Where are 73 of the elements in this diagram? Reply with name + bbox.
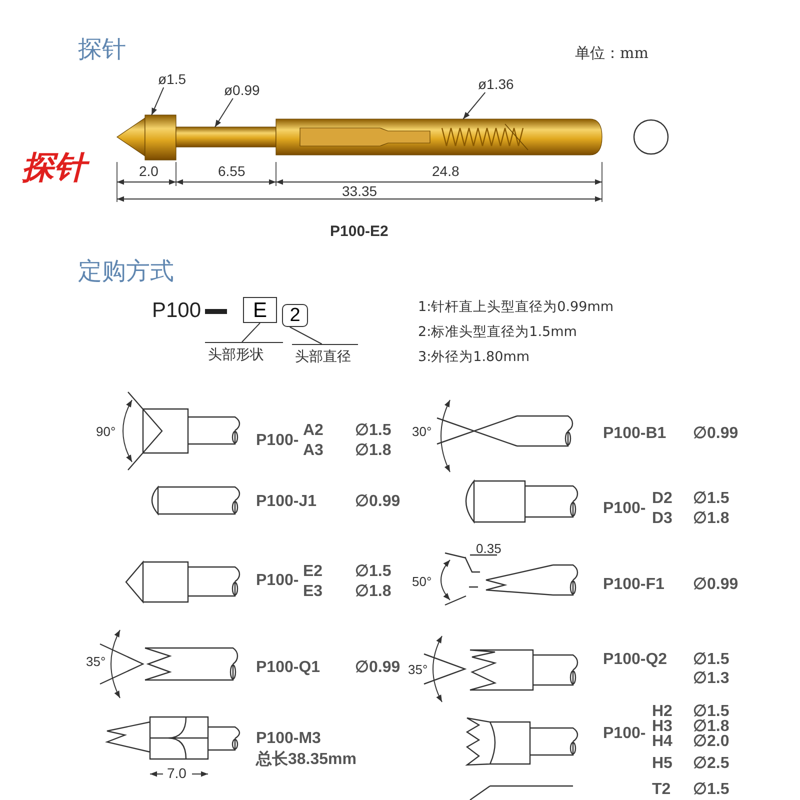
- model-suffix: H2: [652, 703, 672, 720]
- model-suffix: H4: [652, 733, 672, 751]
- dimension-value: 33.35: [342, 184, 378, 200]
- model-number: P100-: [603, 500, 646, 518]
- leader-line: [462, 92, 486, 120]
- length-note: 总长38.35mm: [256, 751, 356, 769]
- note-text: 3:外径为1.80mm: [418, 350, 530, 365]
- diameter-value: ∅1.8: [693, 510, 730, 528]
- model-suffix: D2: [652, 490, 672, 508]
- model-suffix: E2: [303, 563, 323, 581]
- leader-line: [242, 322, 260, 342]
- diameter-value: ∅1.8: [355, 583, 392, 601]
- diameter-label: ø0.99: [224, 83, 260, 98]
- diameter-value: ∅0.99: [355, 659, 400, 677]
- diameter-value: ∅0.99: [693, 425, 738, 443]
- model-number: P100-E2: [330, 224, 388, 240]
- model-number: P100-Q2: [603, 651, 668, 669]
- dimension-value: 24.8: [432, 164, 460, 180]
- probe-plunger: [176, 126, 276, 148]
- dimension-value: 0.35: [476, 542, 502, 556]
- model-number: P100-: [603, 725, 646, 743]
- angle-value: 35°: [408, 663, 428, 678]
- model-suffix: A2: [303, 422, 324, 440]
- diameter-value: ∅1.8: [355, 442, 392, 460]
- note-text: 1:针杆直上头型直径为0.99mm: [418, 300, 614, 315]
- model-suffix: T2: [652, 781, 671, 799]
- note-text: 2:标准头型直径为1.5mm: [418, 325, 577, 340]
- section-title: 定购方式: [78, 258, 174, 284]
- leader-line: [151, 86, 164, 116]
- diameter-value: ∅1.5: [693, 703, 730, 720]
- diameter-value: ∅1.5: [693, 490, 730, 508]
- model-number: P100-M3: [256, 730, 321, 748]
- diameter-value: ∅1.8: [693, 718, 730, 735]
- model-number: P100-F1: [603, 576, 664, 594]
- leader-line: [289, 326, 322, 344]
- angle-value: 90°: [96, 425, 116, 440]
- model-number: P100-: [256, 432, 299, 450]
- diameter-label: ø1.5: [158, 72, 186, 88]
- field-caption: 头部形状: [205, 342, 283, 364]
- dimension-value: 6.55: [218, 164, 246, 180]
- leader-line: [214, 98, 234, 128]
- model-suffix: H3: [652, 718, 672, 735]
- model-suffix: D3: [652, 510, 672, 528]
- model-number: P100-B1: [603, 425, 666, 443]
- model-number: P100-: [256, 572, 299, 590]
- diameter-value: ∅1.5: [355, 563, 392, 581]
- size-code-box: 2: [282, 304, 308, 327]
- dimension-value: 2.0: [139, 164, 158, 180]
- unit-note: 单位：mm: [575, 45, 648, 62]
- dimension-value: 7.0: [167, 766, 186, 782]
- angle-value: 35°: [86, 655, 106, 670]
- model-suffix: A3: [303, 442, 324, 460]
- probe-head: [116, 114, 176, 160]
- diameter-label: ø1.36: [478, 77, 514, 92]
- diameter-value: ∅0.99: [693, 576, 738, 594]
- angle-value: 50°: [412, 575, 432, 590]
- diameter-value: ∅1.5: [693, 651, 730, 669]
- model-suffix: E3: [303, 583, 323, 601]
- diameter-value: ∅2.0: [693, 733, 730, 751]
- diameter-value: ∅1.5: [355, 422, 392, 440]
- model-number: P100-J1: [256, 493, 316, 511]
- model-suffix: H5: [652, 755, 672, 773]
- section-title: 探针: [78, 36, 126, 62]
- model-number: P100-Q1: [256, 659, 320, 677]
- diameter-value: ∅1.5: [693, 781, 730, 799]
- angle-value: 30°: [412, 425, 432, 440]
- diameter-value: ∅0.99: [355, 493, 400, 511]
- model-prefix: P100: [152, 299, 202, 322]
- field-caption: 头部直径: [292, 344, 358, 366]
- probe-barrel: [276, 118, 602, 156]
- diameter-value: ∅2.5: [693, 755, 730, 773]
- shape-code-box: E: [243, 297, 277, 323]
- diameter-value: ∅1.3: [693, 670, 730, 688]
